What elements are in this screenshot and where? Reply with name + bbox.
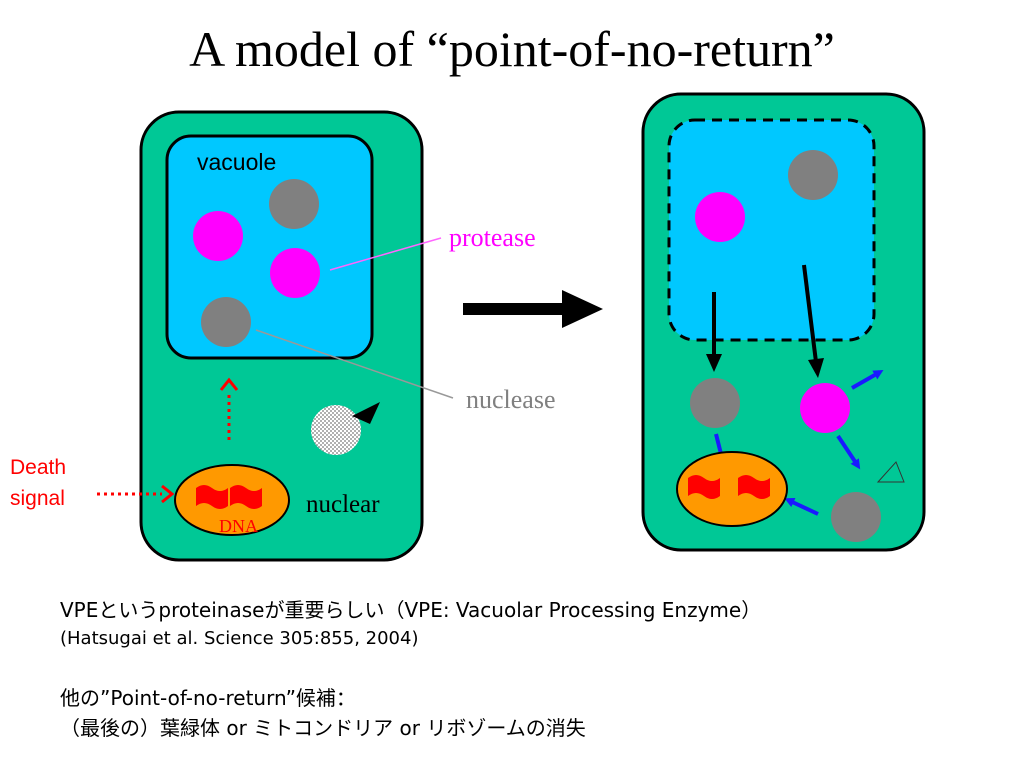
nuclease-dot [788, 150, 838, 200]
transition-arrow-head [562, 290, 603, 328]
transition-arrow [463, 303, 568, 315]
release-arrow [784, 498, 819, 516]
caption-vpe: VPEというproteinaseが重要らしい（VPE: Vacuolar Pro… [60, 598, 762, 622]
protease-leader [329, 237, 442, 271]
protease-dot [800, 383, 850, 433]
stippled-particle [311, 405, 361, 455]
healthy-cell: vacuole DNA nuclear [139, 110, 424, 562]
death-signal-label: Death [10, 456, 66, 479]
caption-candidates-heading: 他の”Point-of-no-return”候補： [60, 686, 356, 710]
cell-diagram: vacuole DNA nuclear Death signal proteas… [10, 92, 926, 562]
dna-strand [738, 475, 770, 499]
nuclease-dot [201, 297, 251, 347]
protease-label: protease [449, 223, 536, 252]
nucleus-right [676, 451, 788, 527]
release-arrow [836, 434, 861, 470]
nuclease-dot [831, 492, 881, 542]
caption-candidates: （最後の）葉緑体 or ミトコンドリア or リボゾームの消失 [60, 716, 586, 740]
nuclease-dot [269, 179, 319, 229]
vacuole-label: vacuole [197, 149, 276, 175]
nuclease-label: nuclease [466, 385, 556, 414]
dna-strand [230, 485, 262, 509]
leak-arrow-head [706, 354, 722, 372]
dying-cell [641, 92, 926, 552]
protease-dot [193, 211, 243, 261]
particle-pointer [352, 402, 380, 424]
death-signal-label: signal [10, 487, 65, 510]
slide-title: A model of “point-of-no-return” [189, 21, 835, 77]
protease-dot [695, 192, 745, 242]
nuclease-leader [255, 329, 454, 399]
dna-label: DNA [219, 516, 258, 536]
dna-strand [196, 485, 228, 509]
release-arrow [851, 370, 884, 390]
leak-arrow [802, 264, 818, 363]
caption-citation: (Hatsugai et al. Science 305:855, 2004) [60, 628, 419, 649]
nuclease-dot [690, 378, 740, 428]
leak-arrow-head [808, 358, 824, 378]
dna-strand [688, 475, 720, 499]
empty-triangle-icon [876, 461, 905, 483]
death-signal-arrow-head [161, 484, 175, 504]
nuclear-label: nuclear [306, 491, 380, 518]
protease-dot [270, 248, 320, 298]
signal-arrow-up-head [219, 377, 239, 391]
